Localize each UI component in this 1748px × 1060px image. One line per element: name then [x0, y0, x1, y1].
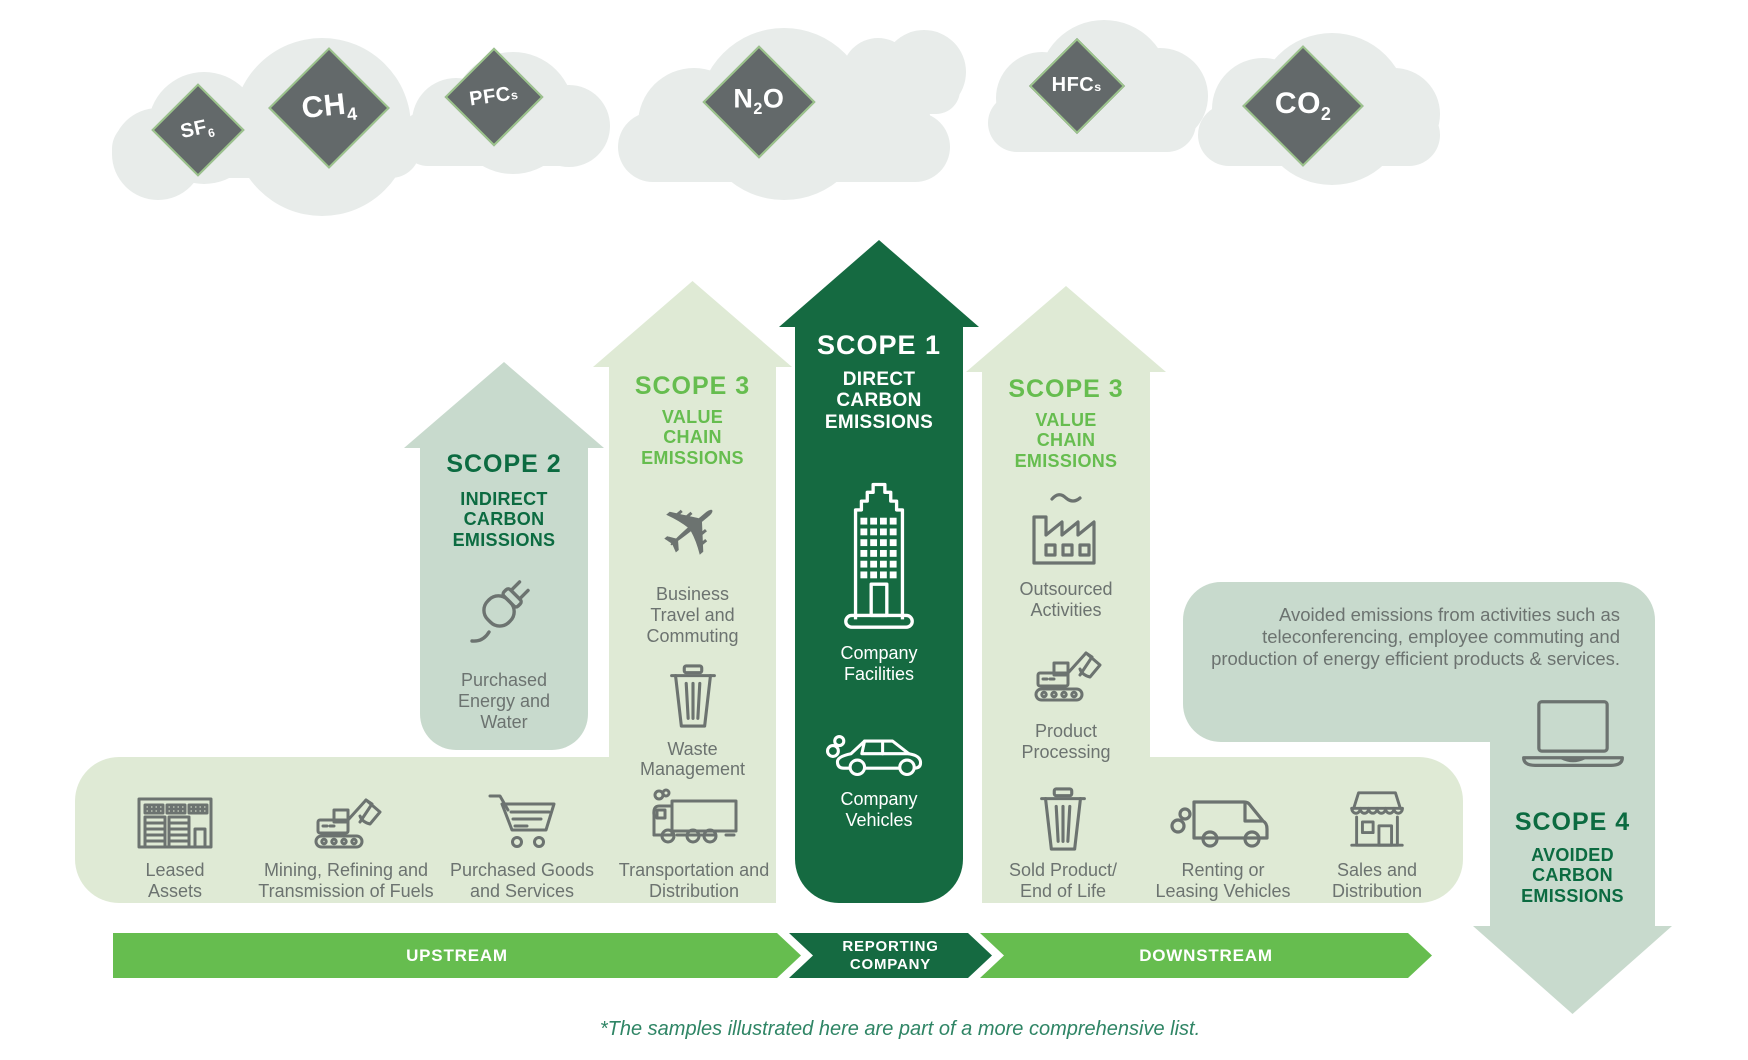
waste-bin-icon: [664, 663, 722, 729]
scope1-item-label: Company Vehicles: [840, 789, 918, 831]
cloud-puff: [834, 66, 960, 114]
flow-bar-downstream: DOWNSTREAM: [980, 933, 1432, 978]
scope3-downstream-content: SCOPE 3 VALUE CHAIN EMISSIONS Outsourced…: [982, 375, 1150, 762]
band-item-transportation: Transportation and Distribution: [594, 772, 794, 902]
scope2-item-label: Purchased Energy and Water: [457, 669, 551, 732]
storefront-icon: [1339, 772, 1415, 852]
scope3-upstream-title: SCOPE 3: [634, 372, 751, 400]
footnote: *The samples illustrated here are part o…: [599, 1018, 1201, 1040]
scope1-content: SCOPE 1 DIRECT CARBON EMISSIONS C: [795, 330, 963, 831]
scope4-text-block: [1183, 582, 1655, 742]
scope4-title: SCOPE 4: [1514, 808, 1631, 836]
gas-formula: N2O: [733, 84, 785, 119]
band-item-sold-product: Sold Product/ End of Life: [978, 772, 1148, 902]
excavator-icon: [304, 772, 388, 852]
gas-formula: CH4: [299, 87, 359, 125]
gas-formula: CO2: [1274, 86, 1332, 124]
scope4-subtitle: AVOIDED CARBON EMISSIONS: [1521, 845, 1624, 906]
flow-bar-downstream-label: DOWNSTREAM: [1139, 945, 1273, 965]
upstream-band: [75, 757, 776, 903]
scope3-downstream-title: SCOPE 3: [1008, 375, 1124, 403]
truck-icon: [646, 772, 742, 852]
band-item-sales-distribution: Sales and Distribution: [1292, 772, 1462, 902]
band-item-mining: Mining, Refining and Transmission of Fue…: [238, 772, 454, 902]
scope3-downstream-subtitle: VALUE CHAIN EMISSIONS: [1014, 410, 1118, 471]
scope1-subtitle: DIRECT CARBON EMISSIONS: [824, 369, 934, 433]
scope2-content: SCOPE 2 INDIRECT CARBON EMISSIONS Purcha…: [420, 450, 588, 733]
flow-bar-reporting-company-label: REPORTING COMPANY: [842, 938, 939, 973]
scope3-upstream-subtitle: VALUE CHAIN EMISSIONS: [641, 407, 744, 468]
gas-formula: SF6: [178, 115, 218, 143]
scope3-downstream-arrow-head: [966, 286, 1166, 372]
shopping-cart-icon: [486, 772, 558, 852]
scope2-title: SCOPE 2: [446, 450, 562, 478]
van-icon: [1167, 772, 1279, 852]
scope4-arm: [1490, 738, 1655, 928]
laptop-icon: [1515, 698, 1631, 772]
scope2-arrow-head: [404, 362, 604, 448]
excavator-icon: [1024, 637, 1108, 711]
band-item-label: Purchased Goods and Services: [449, 860, 595, 901]
scope3-upstream-content: SCOPE 3 VALUE CHAIN EMISSIONS ✈ Business…: [609, 372, 776, 780]
scope2-subtitle: INDIRECT CARBON EMISSIONS: [452, 489, 556, 550]
band-item-label: Mining, Refining and Transmission of Fue…: [258, 860, 434, 901]
flow-bar-upstream-label: UPSTREAM: [406, 945, 508, 965]
scope3-upstream-item-label: Waste Management: [639, 738, 746, 780]
scope1-arrow-body: [795, 325, 963, 903]
office-building-icon: [829, 463, 929, 635]
airplane-glyph: ✈: [640, 476, 744, 583]
gas-formula: PFCs: [468, 82, 520, 110]
scope3-upstream-arrow-head: [593, 281, 792, 367]
scope3-upstream-item-label: Business Travel and Commuting: [646, 583, 739, 646]
band-item-label: Sold Product/ End of Life: [1008, 860, 1118, 901]
scope4-content: SCOPE 4 AVOIDED CARBON EMISSIONS: [1490, 698, 1655, 906]
scope4-arrow-head: [1473, 926, 1672, 1014]
scope1-item-label: Company Facilities: [840, 643, 918, 685]
band-item-renting-leasing: Renting or Leasing Vehicles: [1123, 772, 1323, 902]
scope1-arrow-head: [779, 240, 979, 327]
warehouse-icon: [133, 772, 217, 852]
band-item-label: Sales and Distribution: [1331, 860, 1423, 901]
waste-bin-icon: [1034, 772, 1092, 852]
plug-icon: [467, 574, 541, 648]
band-item-label: Leased Assets: [145, 860, 205, 901]
scope1-title: SCOPE 1: [816, 330, 942, 360]
car-icon: [817, 723, 941, 779]
band-item-label: Transportation and Distribution: [618, 860, 770, 901]
flow-bar-upstream: UPSTREAM: [113, 933, 801, 978]
scope4-description: Avoided emissions from activities such a…: [1211, 604, 1620, 669]
factory-icon: [1022, 487, 1110, 571]
band-item-label: Renting or Leasing Vehicles: [1155, 860, 1291, 901]
band-item-leased-assets: Leased Assets: [90, 772, 260, 902]
airplane-icon: ✈: [640, 477, 743, 583]
scope3-downstream-item-label: Product Processing: [1021, 720, 1111, 762]
scope3-downstream-item-label: Outsourced Activities: [1019, 578, 1113, 620]
band-item-purchased-goods: Purchased Goods and Services: [427, 772, 617, 902]
gas-formula: HFCs: [1051, 73, 1103, 96]
flow-bar-reporting-company: REPORTING COMPANY: [789, 933, 992, 978]
